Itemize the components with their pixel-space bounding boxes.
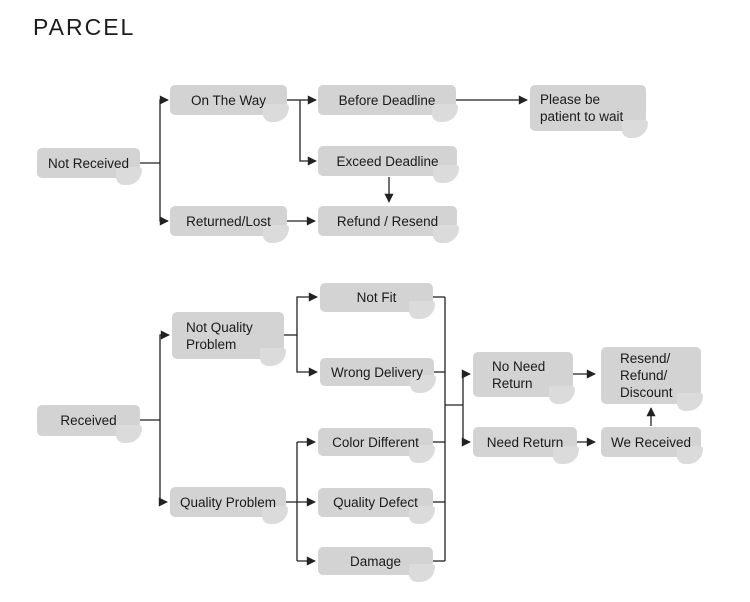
node-received: Received <box>37 405 142 443</box>
node-returned-lost: Returned/Lost <box>170 206 289 243</box>
node-exceed-deadline: Exceed Deadline <box>318 146 459 183</box>
node-before-deadline: Before Deadline <box>318 85 458 122</box>
node-wrong-delivery: Wrong Delivery <box>320 358 436 393</box>
node-not-received: Not Received <box>37 148 142 185</box>
node-not-quality-problem: Not Quality Problem <box>172 312 286 366</box>
node-resend-refund-discount: Resend/ Refund/ Discount <box>601 347 703 411</box>
node-quality-defect: Quality Defect <box>318 488 435 524</box>
node-on-the-way: On The Way <box>170 85 289 122</box>
node-please-be-patient: Please be patient to wait <box>530 85 648 138</box>
node-quality-problem: Quality Problem <box>170 487 288 524</box>
node-need-return: Need Return <box>473 427 579 464</box>
node-color-different: Color Different <box>318 428 435 463</box>
node-no-need-return: No Need Return <box>473 352 575 404</box>
page-title: PARCEL <box>33 14 136 40</box>
node-we-received: We Received <box>601 427 703 464</box>
node-refund-resend: Refund / Resend <box>318 206 459 243</box>
node-damage: Damage <box>318 547 435 582</box>
node-not-fit: Not Fit <box>320 283 435 319</box>
